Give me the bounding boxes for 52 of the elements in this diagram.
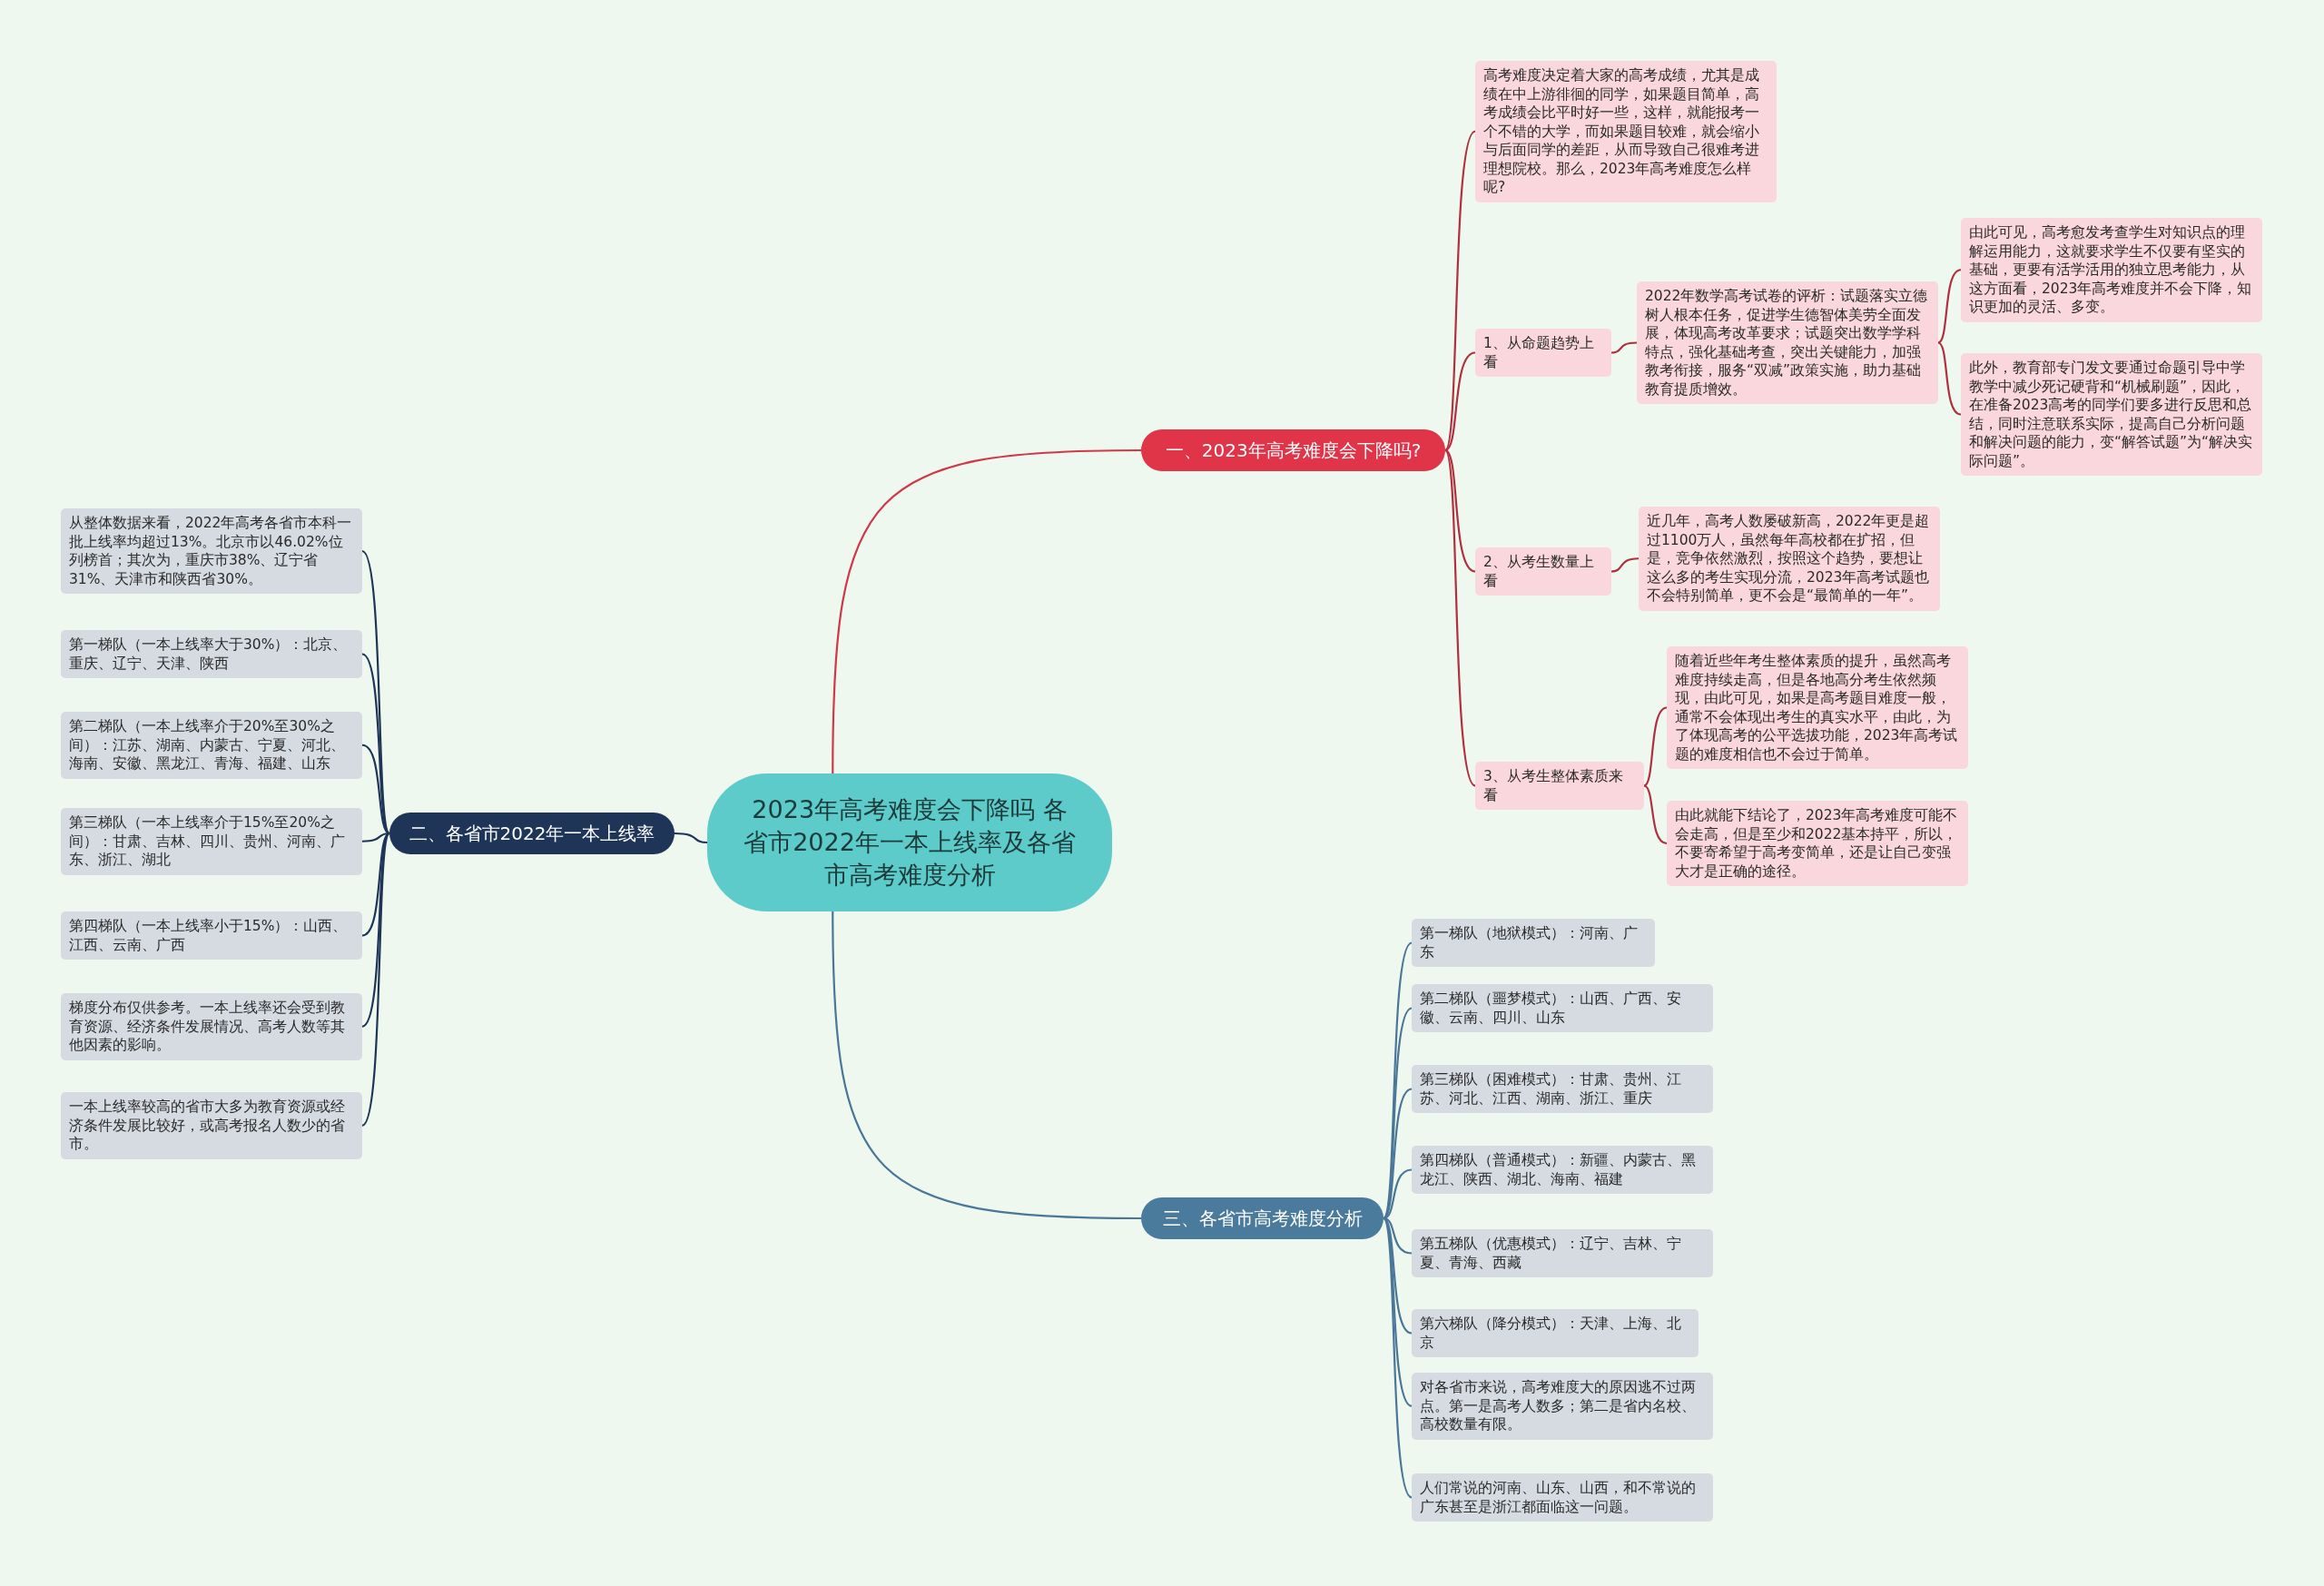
branch-topic: 一、2023年高考难度会下降吗? [1141, 429, 1445, 471]
connector-line [1444, 449, 1476, 573]
text-card: 第三梯队（困难模式）：甘肃、贵州、江苏、河北、江西、湖南、浙江、重庆 [1412, 1065, 1713, 1113]
connector-line [361, 832, 390, 842]
text-card: 第三梯队（一本上线率介于15%至20%之间）：甘肃、吉林、四川、贵州、河南、广东、浙江、湖北 [61, 808, 362, 875]
subtopic-box: 1、从命题趋势上看 [1475, 329, 1611, 377]
connector-line [1383, 941, 1413, 1219]
connector-line [361, 744, 390, 834]
text-card: 由此就能下结论了，2023年高考难度可能不会走高，但是至少和2022基本持平，所以，不要寄希望于高考变简单，还是让自己变强大才是正确的途径。 [1667, 801, 1968, 886]
text-card: 梯度分布仅供参考。一本上线率还会受到教育资源、经济条件发展情况、高考人数等其他因素的影响。 [61, 993, 362, 1060]
subtopic-box: 2、从考生数量上看 [1475, 547, 1611, 596]
text-card: 第一梯队（地狱模式）：河南、广东 [1412, 919, 1655, 967]
text-card: 第二梯队（噩梦模式）：山西、广西、安徽、云南、四川、山东 [1412, 984, 1713, 1032]
text-card: 近几年，高考人数屡破新高，2022年更是超过1100万人，虽然每年高校都在扩招，但是，竞争依然激烈，按照这个趋势，要想让这么多的考生实现分流，2023年高考试题也不会特别简单，更不会是“最简单的一年”。 [1639, 507, 1940, 611]
text-card: 2022年数学高考试卷的评析：试题落实立德树人根本任务，促进学生德智体美劳全面发展，体现高考改革要求；试题突出数学学科特点，强化基础考查，突出关键能力，加强教考衔接，服务“双减”政策实施，助力基础教育提质增效。 [1637, 281, 1938, 404]
text-card: 此外，教育部专门发文要通过命题引导中学教学中减少死记硬背和“机械刷题”，因此，在准备2023高考的同学们要多进行反思和总结，同时注意联系实际，提高自己分析问题和解决问题的能力，变“解答试题”为“解决实际问题”。 [1961, 353, 2262, 476]
text-card: 第二梯队（一本上线率介于20%至30%之间）：江苏、湖南、内蒙古、宁夏、河北、海南、安徽、黑龙江、青海、福建、山东 [61, 712, 362, 779]
text-card: 高考难度决定着大家的高考成绩，尤其是成绩在中上游徘徊的同学，如果题目简单，高考成绩会比平时好一些，这样，就能报考一个不错的大学，而如果题目较难，就会缩小与后面同学的差距，从而导致自己很难考进理想院校。那么，2023年高考难度怎么样呢? [1475, 61, 1777, 202]
connector-line [1444, 131, 1476, 451]
connector-line [361, 832, 390, 1028]
text-card: 对各省市来说，高考难度大的原因逃不过两点。第一是高考人数多；第二是省内名校、高校数量有限。 [1412, 1373, 1713, 1440]
text-card: 第五梯队（优惠模式）：辽宁、吉林、宁夏、青海、西藏 [1412, 1229, 1713, 1277]
connector-line [1383, 1217, 1413, 1499]
subtopic-box: 3、从考生整体素质来看 [1475, 762, 1644, 810]
connector-line [832, 448, 1141, 773]
connector-line [1610, 341, 1638, 354]
connector-line [1444, 351, 1476, 451]
connector-line [1383, 1217, 1413, 1407]
connector-line [361, 550, 390, 834]
branch-topic: 三、各省市高考难度分析 [1141, 1197, 1384, 1239]
text-card: 一本上线率较高的省市大多为教育资源或经济条件发展比较好，或高考报名人数少的省市。 [61, 1092, 362, 1159]
text-card: 随着近些年考生整体素质的提升，虽然高考难度持续走高，但是各地高分考生依然频现，由此可见，如果是高考题目难度一般，通常不会体现出考生的真实水平，由此，为了体现高考的公平选拔功能，2023年高考试题的难度相信也不会过于简单。 [1667, 646, 1968, 769]
branch-topic: 二、各省市2022年一本上线率 [389, 813, 675, 854]
connector-line [1937, 341, 1962, 416]
central-topic: 2023年高考难度会下降吗 各省市2022年一本上线率及各省市高考难度分析 [707, 773, 1112, 911]
connector-line [1937, 269, 1962, 344]
text-card: 第六梯队（降分模式）：天津、上海、北京 [1412, 1309, 1699, 1357]
connector-line [361, 832, 390, 1127]
connector-line [1610, 557, 1640, 573]
text-card: 由此可见，高考愈发考查学生对知识点的理解运用能力，这就要求学生不仅要有坚实的基础，更要有活学活用的独立思考能力，从这方面看，2023年高考难度并不会下降，知识更加的灵活、多变。 [1961, 218, 2262, 322]
text-card: 第四梯队（一本上线率小于15%）：山西、江西、云南、广西 [61, 911, 362, 960]
text-card: 人们常说的河南、山东、山西，和不常说的广东甚至是浙江都面临这一问题。 [1412, 1473, 1713, 1522]
text-card: 第四梯队（普通模式）：新疆、内蒙古、黑龙江、陕西、湖北、海南、福建 [1412, 1146, 1713, 1194]
connector-line [1643, 784, 1668, 845]
connector-line [1444, 449, 1476, 787]
connector-line [674, 832, 708, 844]
connector-line [832, 911, 1141, 1220]
connector-line [361, 832, 390, 937]
connector-line [1383, 1007, 1413, 1219]
text-card: 从整体数据来看，2022年高考各省市本科一批上线率均超过13%。北京市以46.02%位列榜首；其次为，重庆市38%、辽宁省31%、天津市和陕西省30%。 [61, 508, 362, 594]
connector-line [1643, 706, 1668, 787]
text-card: 第一梯队（一本上线率大于30%）：北京、重庆、辽宁、天津、陕西 [61, 630, 362, 678]
